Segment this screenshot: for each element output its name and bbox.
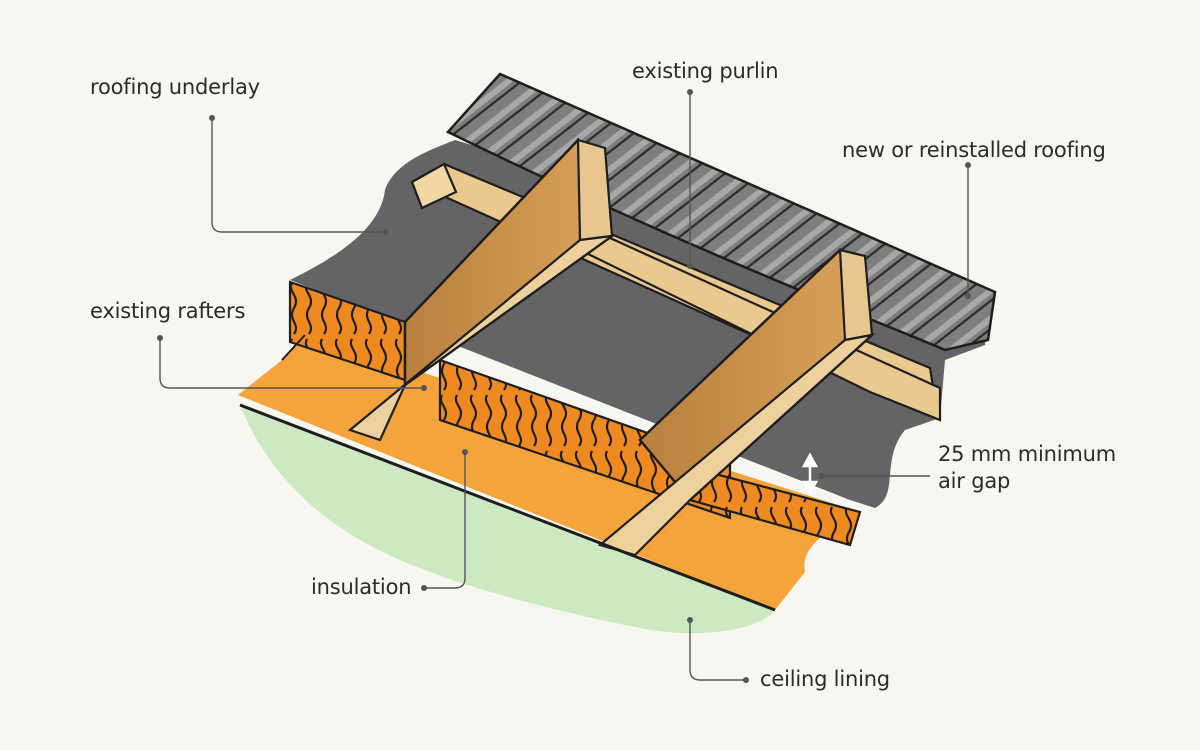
label-ceiling-lining: ceiling lining <box>760 667 890 691</box>
ceiling-lining-layer <box>240 405 775 634</box>
label-insulation: insulation <box>311 575 412 599</box>
rafter-right-bottom <box>597 333 876 557</box>
purlin-back-end <box>410 162 458 210</box>
insulation-batts-middle <box>438 358 732 520</box>
label-roofing-underlay: roofing underlay <box>90 75 260 99</box>
rafter-left-bottom <box>347 234 613 442</box>
label-air-gap-line2: air gap <box>938 469 1011 493</box>
insulation-edge-line <box>281 334 306 361</box>
roofing-underlay-layer <box>290 140 990 508</box>
label-existing-rafters: existing rafters <box>90 299 246 323</box>
air-gap-arrow <box>801 452 819 496</box>
leader-ceiling-lining <box>689 620 746 681</box>
leader-insulation <box>424 452 466 589</box>
ceiling-edge-line <box>239 403 776 612</box>
leader-roofing-underlay <box>211 118 386 233</box>
leader-lines <box>159 92 969 681</box>
label-existing-purlin: existing purlin <box>632 59 779 83</box>
label-air-gap: 25 mm minimum air gap <box>938 441 1116 495</box>
leader-existing-rafters <box>159 338 424 389</box>
leader-dots <box>157 89 971 683</box>
label-new-roofing: new or reinstalled roofing <box>842 138 1106 162</box>
label-air-gap-line1: 25 mm minimum <box>938 442 1117 466</box>
